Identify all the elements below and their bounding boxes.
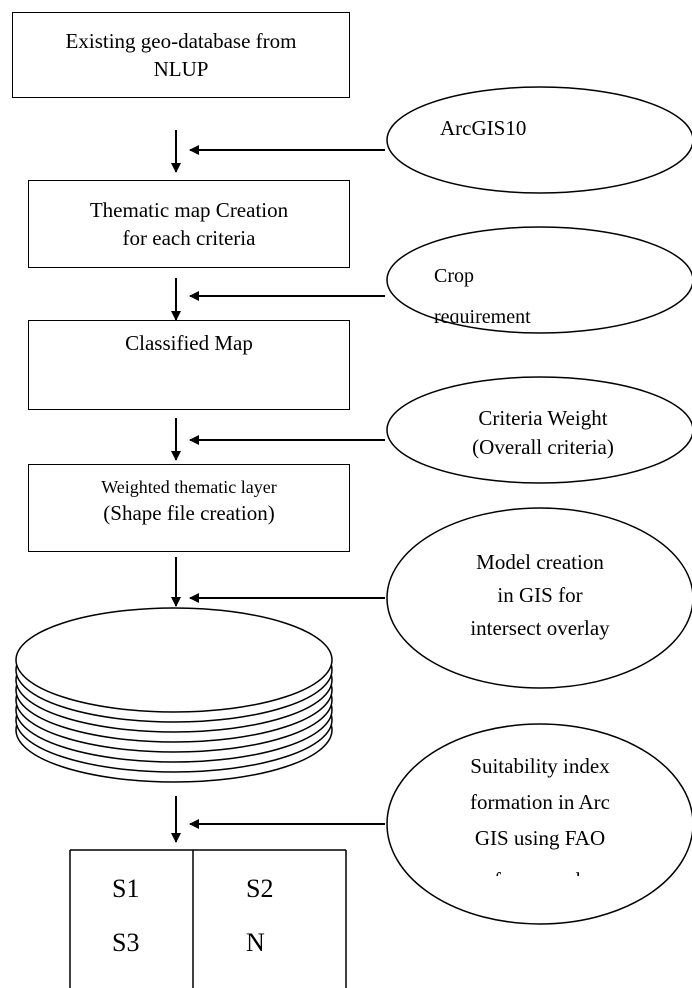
thematic-map-box: Thematic map Creation for each criteria [28, 180, 350, 268]
table-cell-s2: S2 [246, 874, 274, 903]
oval-crop-text-2: requirement [434, 303, 604, 323]
oval-model [386, 507, 692, 689]
oval-criteria-line1: Criteria Weight [478, 406, 608, 430]
oval-arcgis [386, 86, 692, 194]
oval-model-line2: in GIS for [497, 583, 583, 607]
existing-database-line1: Existing geo-database from [65, 28, 297, 53]
oval-criteria-weight [386, 376, 692, 484]
oval-model-line1: Model creation [476, 550, 604, 574]
oval-suitability-text: Suitability index formation in Arc GIS u… [440, 748, 640, 856]
oval-criteria-text: Criteria Weight (Overall criteria) [438, 404, 648, 463]
oval-suitability-line2: formation in Arc [470, 790, 610, 814]
result-table [69, 849, 347, 988]
oval-crop [386, 226, 692, 334]
oval-suitability-line1: Suitability index [470, 754, 610, 778]
classified-map-box: Classified Map [28, 320, 350, 410]
oval-crop-line1: Crop [434, 265, 474, 287]
oval-suitability-text-4: framework [440, 862, 640, 876]
existing-database-box: Existing geo-database from NLUP [12, 12, 350, 98]
classified-map-label: Classified Map [125, 331, 253, 355]
thematic-map-line2: for each criteria [122, 226, 256, 250]
oval-crop-line2: requirement [434, 306, 531, 323]
oval-model-text: Model creation in GIS for intersect over… [440, 546, 640, 645]
weighted-layer-box: Weighted thematic layer (Shape file crea… [28, 464, 350, 552]
oval-arcgis-line1: ArcGIS10 [440, 116, 527, 140]
table-cell-n: N [246, 928, 265, 957]
weighted-layer-line2: (Shape file creation) [103, 501, 275, 526]
oval-suitability-line3: GIS using FAO [474, 826, 606, 850]
database-stack-icon [15, 607, 333, 783]
oval-arcgis-text: ArcGIS10 [440, 114, 526, 143]
oval-model-line3: intersect overlay [470, 616, 610, 640]
existing-database-line2: NLUP [153, 57, 209, 81]
table-cell-s1: S1 [112, 874, 140, 903]
weighted-layer-line1: Weighted thematic layer [101, 477, 277, 497]
oval-crop-text: Crop [434, 262, 604, 294]
oval-suitability [386, 723, 692, 925]
oval-criteria-line2: (Overall criteria) [472, 435, 614, 460]
oval-suitability-line4: framework [440, 862, 640, 876]
table-cell-s3: S3 [112, 928, 140, 957]
thematic-map-line1: Thematic map Creation [89, 197, 289, 222]
